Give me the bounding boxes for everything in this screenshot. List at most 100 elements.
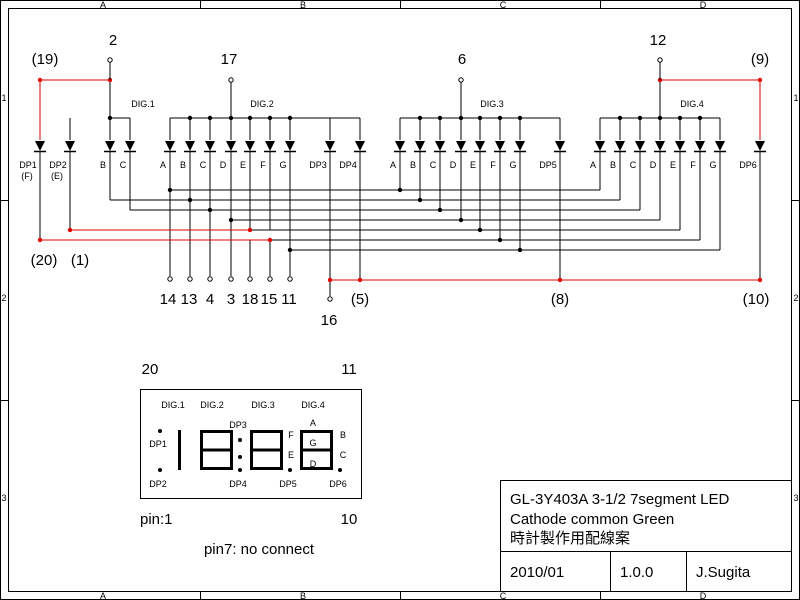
- wire-junction-16: [637, 115, 643, 121]
- wires-black: [39, 82, 761, 296]
- dp1-label: DP1: [19, 160, 37, 170]
- dig2-a-label: A: [160, 160, 166, 170]
- diode-labels: DP1 (F) DP2 (E) B C A B C D E F G DP3 DP…: [19, 160, 757, 181]
- title-date: 2010/01: [510, 564, 564, 581]
- package-seg-a-label: A: [310, 418, 316, 428]
- package-dp1-label: DP1: [149, 439, 167, 449]
- dp2-sub-label: (E): [51, 171, 63, 181]
- dig4-d-label: D: [650, 160, 657, 170]
- wires-red: [39, 79, 761, 281]
- wire-junction-19: [167, 187, 173, 193]
- diode-2: [65, 141, 75, 151]
- pin-label-19: (19): [32, 51, 59, 68]
- pin-label-6: 6: [458, 51, 466, 68]
- dig3-label: DIG.3: [480, 99, 504, 109]
- wire-junction-27: [477, 227, 483, 233]
- package-dig1-label: DIG.1: [161, 400, 185, 410]
- package-dp3-label: DP3: [229, 420, 247, 430]
- package-pin10-label: 10: [341, 511, 358, 528]
- pin-label-20: (20): [31, 252, 58, 269]
- highlight-junction-9: [327, 277, 333, 283]
- pin-label-18: 18: [242, 291, 259, 308]
- pin-label-13: 13: [181, 291, 198, 308]
- title-author: J.Sugita: [696, 564, 751, 581]
- dig2-b-label: B: [180, 160, 186, 170]
- diode-risers: [39, 118, 721, 140]
- dig4-a-label: A: [590, 160, 596, 170]
- dig4-c-label: C: [630, 160, 637, 170]
- dp2-label: DP2: [49, 160, 67, 170]
- dp1-sub-label: (F): [21, 171, 33, 181]
- pin-label-16: 16: [321, 312, 338, 329]
- zone-label-left-2: 2: [1, 293, 6, 303]
- dig4-e-label: E: [670, 160, 676, 170]
- pin-label-2: 2: [109, 32, 117, 49]
- highlight-junction-10: [357, 277, 363, 283]
- wire-junction-3: [458, 115, 464, 121]
- diode-18: [475, 141, 485, 151]
- diode-9: [245, 141, 255, 151]
- dig2-d-label: D: [220, 160, 227, 170]
- zone-label-bottom-b: B: [300, 591, 306, 600]
- zone-label-top-c: C: [500, 0, 507, 10]
- pin-label-3: 3: [227, 291, 235, 308]
- diode-26: [675, 141, 685, 151]
- diode-29: [755, 141, 765, 151]
- diode-array: [34, 141, 766, 156]
- wire-junction-4: [657, 115, 663, 121]
- dig3-d-label: D: [450, 160, 457, 170]
- wire-junction-29: [287, 247, 293, 253]
- top-pin-labels: (19) 2 17 6 12 (9): [32, 32, 770, 68]
- package-seg-c-label: C: [340, 450, 347, 460]
- highlight-junction-1: [37, 77, 43, 83]
- highlight-junction-7: [247, 227, 253, 233]
- dig2-e-label: E: [240, 160, 246, 170]
- dp5-label: DP5: [539, 160, 557, 170]
- pin-label-10: (10): [743, 291, 770, 308]
- wire-junction-30: [517, 247, 523, 253]
- pin-label-17: 17: [221, 51, 238, 68]
- dig3-e-label: E: [470, 160, 476, 170]
- package-pin1-label: pin:1: [140, 511, 173, 528]
- wire-junction-9: [287, 115, 293, 121]
- zone-label-top-b: B: [300, 0, 306, 10]
- pin-label-5: (5): [351, 291, 369, 308]
- diode-20: [515, 141, 525, 151]
- dp4-label: DP4: [339, 160, 357, 170]
- package-dig4-label: DIG.4: [301, 400, 325, 410]
- wire-junction-20: [397, 187, 403, 193]
- dig1-b-label: B: [100, 160, 106, 170]
- diode-15: [415, 141, 425, 151]
- diode-28: [715, 141, 725, 151]
- diode-17: [456, 141, 466, 151]
- pin-label-8: (8): [551, 291, 569, 308]
- diode-12: [325, 141, 335, 151]
- pin-label-15: 15: [261, 291, 278, 308]
- highlight-junction-5: [37, 237, 43, 243]
- package-digit1-bar: [178, 430, 181, 470]
- dig3-b-label: B: [410, 160, 416, 170]
- zone-label-bottom-c: C: [500, 591, 507, 600]
- dig3-f-label: F: [490, 160, 496, 170]
- diode-7: [205, 141, 215, 151]
- zone-label-left-3: 3: [1, 493, 6, 503]
- wire-junction-10: [417, 115, 423, 121]
- wire-junction-23: [207, 207, 213, 213]
- zone-label-top-a: A: [100, 0, 106, 10]
- pin-label-1: (1): [71, 252, 89, 269]
- title-version: 1.0.0: [620, 564, 653, 581]
- dig3-g-label: G: [509, 160, 516, 170]
- wire-junction-14: [517, 115, 523, 121]
- package-dp4-label: DP4: [229, 479, 247, 489]
- pin-label-4: 4: [206, 291, 214, 308]
- pin-label-12: 12: [650, 32, 667, 49]
- wire-junction-11: [437, 115, 443, 121]
- highlight-junction-8: [267, 237, 273, 243]
- dig2-c-label: C: [200, 160, 207, 170]
- wire-junction-15: [617, 115, 623, 121]
- zone-label-right-2: 2: [793, 293, 798, 303]
- diode-25: [655, 141, 665, 151]
- wire-junction-25: [228, 217, 234, 223]
